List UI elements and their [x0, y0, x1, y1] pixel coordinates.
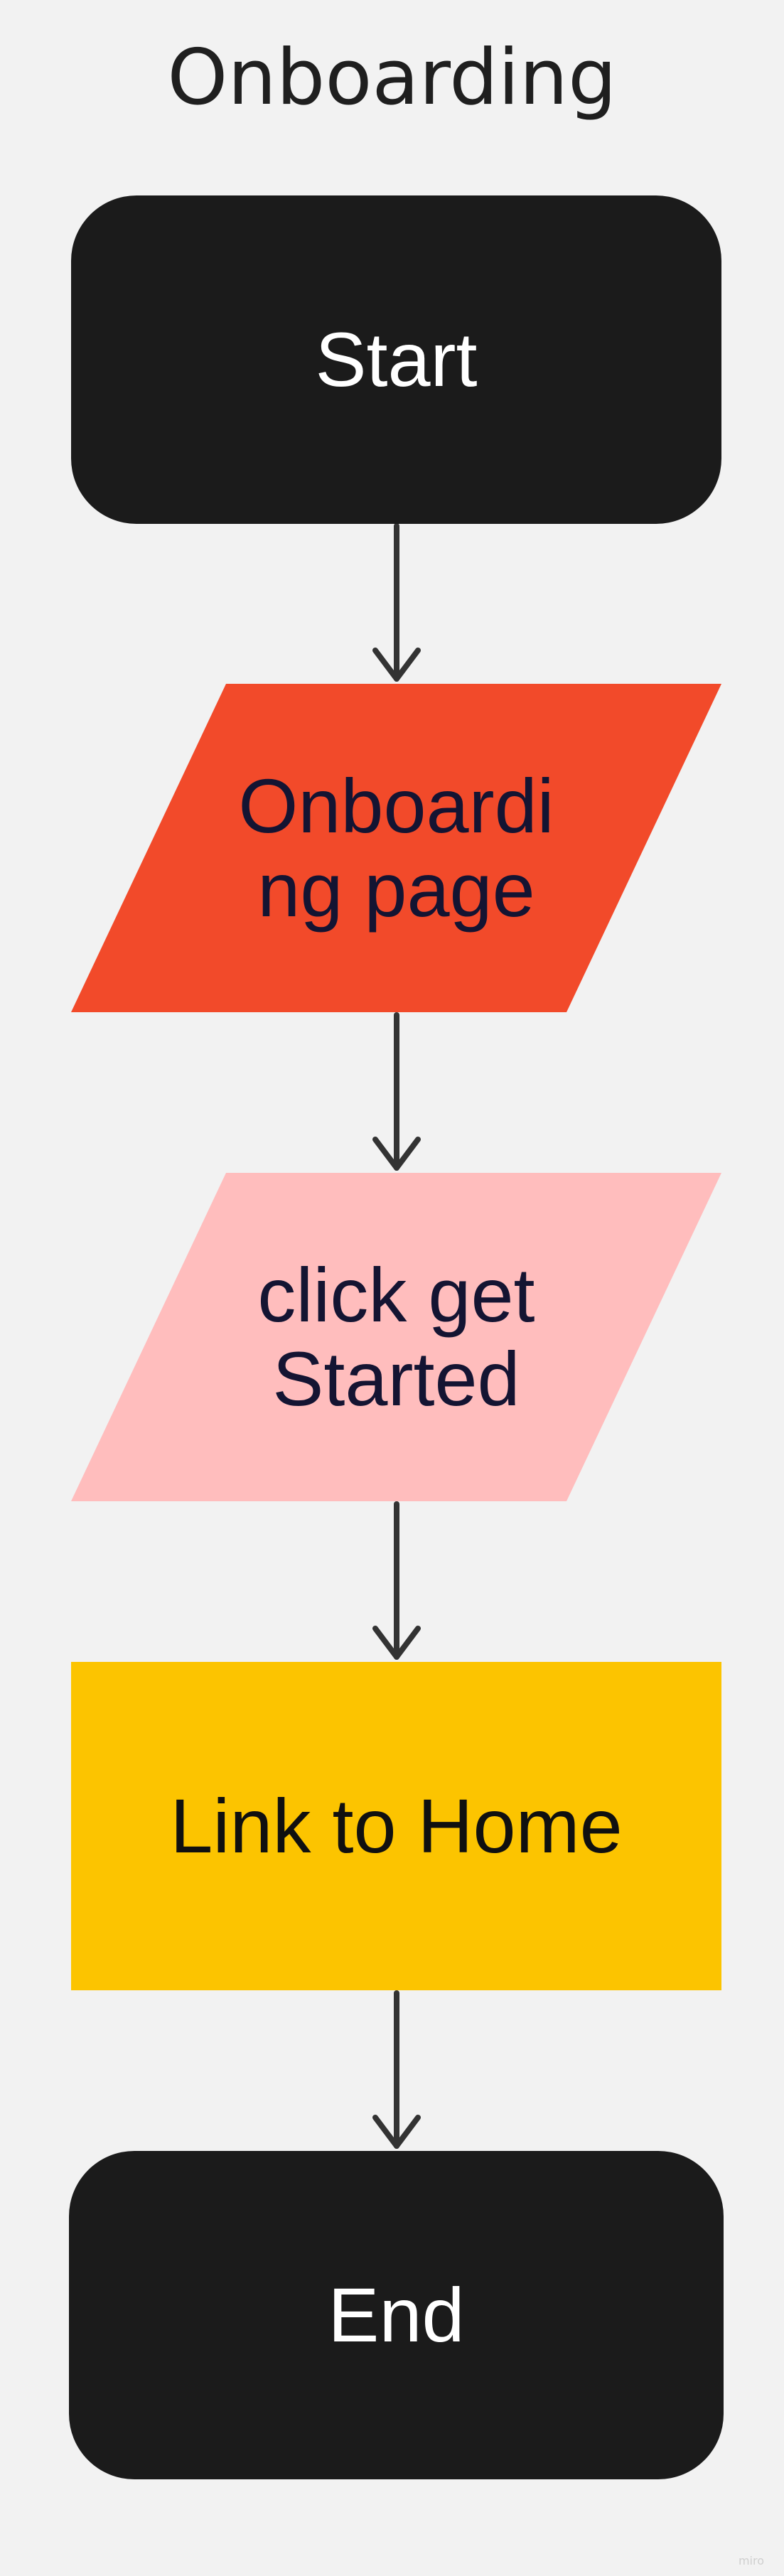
start-label: Start: [315, 316, 478, 402]
watermark: miro: [738, 2554, 764, 2567]
onboarding-page-node[interactable]: Onboardi ng page: [71, 684, 721, 1012]
link-to-home-label: Link to Home: [170, 1783, 623, 1869]
start-node[interactable]: Start: [71, 195, 721, 524]
end-node[interactable]: End: [69, 2151, 724, 2479]
click-get-started-label: click get Started: [257, 1252, 535, 1422]
link-to-home-node[interactable]: Link to Home: [71, 1662, 721, 1990]
edge-click-get-started-to-link-to-home: [372, 1501, 421, 1660]
click-get-started-node[interactable]: click get Started: [71, 1173, 721, 1501]
edge-onboarding-page-to-click-get-started: [372, 1012, 421, 1171]
diagram-title: Onboarding: [167, 33, 617, 122]
edge-start-to-onboarding-page: [372, 523, 421, 682]
onboarding-page-shape: [71, 684, 721, 1012]
click-get-started-shape: [71, 1173, 721, 1501]
onboarding-page-label: Onboardi ng page: [238, 763, 554, 933]
edge-link-to-home-to-end: [372, 1990, 421, 2149]
end-label: End: [328, 2272, 465, 2358]
